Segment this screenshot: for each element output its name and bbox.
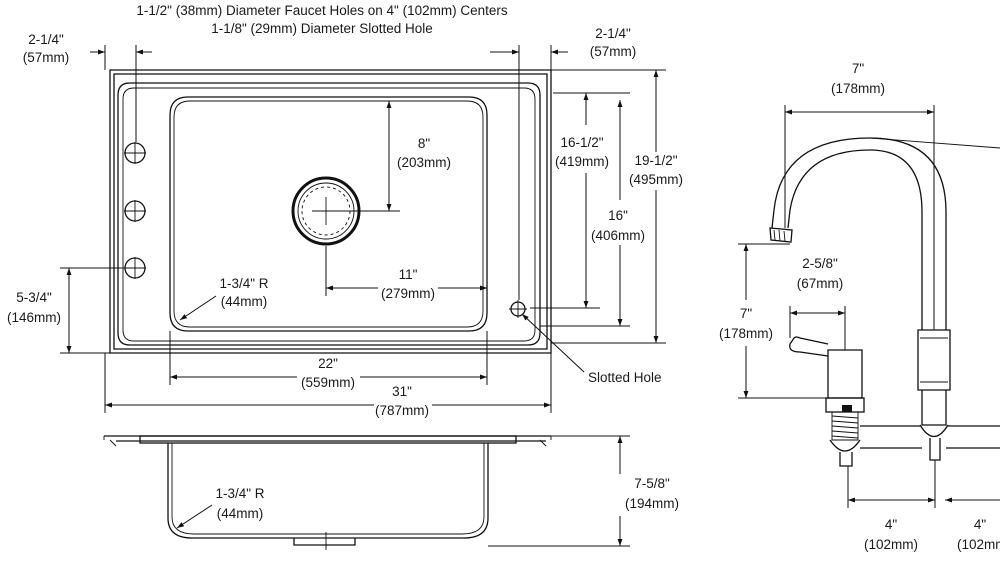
faucet-holes-note: 1-1/2" (38mm) Diameter Faucet Holes on 4… <box>136 3 507 18</box>
bowl-inner-mm: (406mm) <box>591 228 645 243</box>
bowl-length-mm: (419mm) <box>555 154 609 169</box>
handle-length-in: 2-5/8" <box>802 256 838 271</box>
faucet-hole-icon <box>124 200 146 222</box>
left-margin-mm: (57mm) <box>23 50 70 65</box>
section-radius-in: 1-3/4" R <box>215 486 264 501</box>
corner-radius-mm: (44mm) <box>221 294 268 309</box>
spout-height-in: 7" <box>740 306 753 321</box>
left-margin-in: 2-1/4" <box>28 32 64 47</box>
spout-height-mm: (178mm) <box>719 326 773 341</box>
spout-reach-mm: (178mm) <box>831 81 885 96</box>
center-1-mm: (102mm) <box>864 537 918 552</box>
drain-to-edge-mm: (279mm) <box>381 286 435 301</box>
sink-section-view <box>103 435 552 550</box>
sink-deck <box>117 82 541 346</box>
right-margin-in: 2-1/4" <box>595 26 631 41</box>
drain-to-edge-in: 11" <box>399 267 418 282</box>
slotted-hole-note: 1-1/8" (29mm) Diameter Slotted Hole <box>211 21 433 36</box>
bottom-offset-in: 5-3/4" <box>16 290 52 305</box>
bowl-inner-in: 16" <box>608 208 628 223</box>
center-2-mm: (102mm <box>957 537 1000 552</box>
bowl-length-in: 16-1/2" <box>560 135 603 150</box>
center-2-in: 4" <box>974 517 987 532</box>
drain-offset-in: 8" <box>418 136 431 151</box>
bowl-width-in: 22" <box>318 356 338 371</box>
faucet-hole-icon <box>124 142 146 164</box>
drain-offset-mm: (203mm) <box>397 155 451 170</box>
bowl-depth-in: 7-5/8" <box>634 476 670 491</box>
overall-length-mm: (495mm) <box>629 172 683 187</box>
slotted-hole-icon <box>509 300 527 318</box>
handle-length-mm: (67mm) <box>797 276 844 291</box>
corner-radius-in: 1-3/4" R <box>219 276 268 291</box>
right-margin-mm: (57mm) <box>590 44 637 59</box>
sink-bowl <box>169 96 488 332</box>
overall-width-in: 31" <box>392 384 412 399</box>
bowl-depth-mm: (194mm) <box>625 496 679 511</box>
spout-reach-in: 7" <box>852 61 865 76</box>
bowl-width-mm: (559mm) <box>301 375 355 390</box>
center-1-in: 4" <box>885 517 898 532</box>
bottom-offset-mm: (146mm) <box>7 310 61 325</box>
section-radius-mm: (44mm) <box>217 506 264 521</box>
overall-width-mm: (787mm) <box>375 403 429 418</box>
slotted-hole-label: Slotted Hole <box>588 370 662 385</box>
faucet-icon <box>769 137 1000 467</box>
overall-length-in: 19-1/2" <box>634 153 677 168</box>
